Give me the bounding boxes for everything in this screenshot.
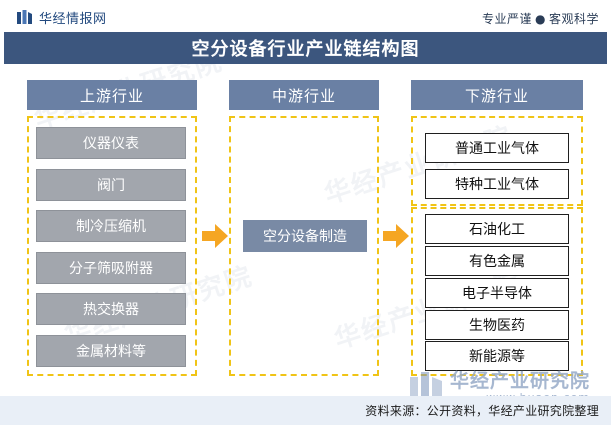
upstream-item: 仪器仪表 bbox=[36, 127, 186, 159]
logo-text: 华经情报网 bbox=[39, 11, 107, 27]
upstream-box bbox=[27, 116, 197, 376]
title-band: 空分设备行业产业链结构图 bbox=[4, 32, 607, 64]
downstream-gas-item: 普通工业气体 bbox=[425, 133, 569, 163]
upstream-item: 金属材料等 bbox=[36, 335, 186, 367]
downstream-application-item: 有色金属 bbox=[425, 246, 569, 276]
downstream-application-item: 新能源等 bbox=[425, 341, 569, 371]
downstream-application-item: 生物医药 bbox=[425, 310, 569, 340]
brand-name: 华经产业研究院 bbox=[450, 369, 591, 392]
top-bar: 华经情报网 专业严谨●客观科学 bbox=[0, 0, 611, 30]
motto-right: 客观科学 bbox=[548, 12, 599, 26]
downstream-application-item: 电子半导体 bbox=[425, 278, 569, 308]
downstream-gas-box bbox=[411, 116, 583, 206]
motto: 专业严谨●客观科学 bbox=[482, 10, 599, 27]
upstream-item: 热交换器 bbox=[36, 293, 186, 325]
logo-icon bbox=[17, 9, 32, 24]
arrow-right-icon bbox=[202, 224, 228, 248]
arrow-right-icon bbox=[383, 224, 409, 248]
upstream-item: 制冷压缩机 bbox=[36, 210, 186, 242]
downstream-application-box bbox=[411, 207, 583, 376]
upstream-header: 上游行业 bbox=[27, 80, 197, 110]
midstream-header: 中游行业 bbox=[229, 80, 379, 110]
midstream-box bbox=[229, 116, 379, 376]
midstream-item: 空分设备制造 bbox=[243, 220, 367, 252]
upstream-item: 分子筛吸附器 bbox=[36, 252, 186, 284]
downstream-gas-item: 特种工业气体 bbox=[425, 169, 569, 199]
logo: 华经情报网 bbox=[16, 8, 107, 27]
motto-separator: ● bbox=[535, 12, 546, 26]
page-title: 空分设备行业产业链结构图 bbox=[191, 39, 420, 60]
upstream-item: 阀门 bbox=[36, 169, 186, 201]
motto-left: 专业严谨 bbox=[481, 12, 532, 26]
downstream-application-item: 石油化工 bbox=[425, 214, 569, 244]
source-bar: 资料来源：公开资料，华经产业研究院整理 bbox=[0, 396, 611, 425]
source-text: 资料来源：公开资料，华经产业研究院整理 bbox=[365, 404, 599, 418]
downstream-header: 下游行业 bbox=[411, 80, 583, 110]
